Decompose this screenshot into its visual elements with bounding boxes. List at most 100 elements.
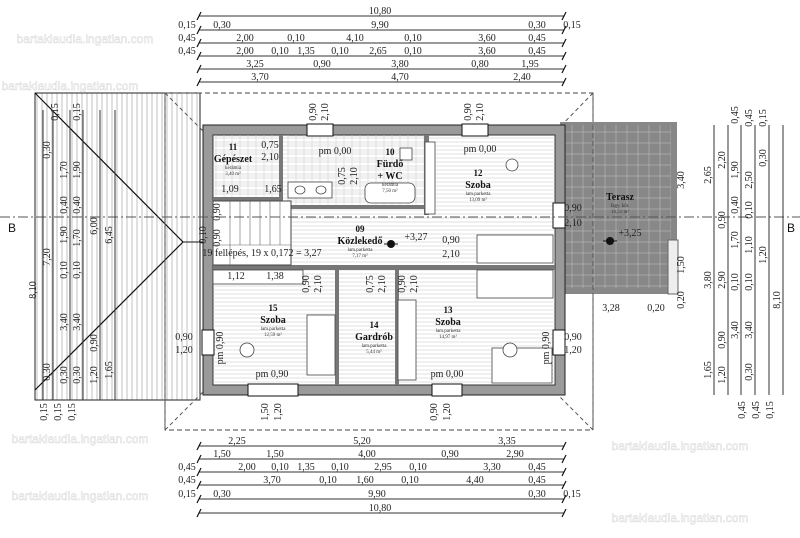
dimension-label: 0,90 bbox=[717, 211, 728, 229]
room-number: 09 bbox=[356, 224, 366, 234]
dimension-label: 1,10 bbox=[744, 236, 755, 254]
dimension-label: 0,90 bbox=[441, 449, 459, 460]
annotation-w3a: 0,90 bbox=[175, 332, 193, 343]
dimension-label: 10,80 bbox=[369, 503, 392, 514]
dimension-label: 0,30 bbox=[42, 363, 53, 381]
dimension-label: 0,45 bbox=[528, 462, 546, 473]
room-name: Fürdő bbox=[377, 159, 404, 170]
room-floor: kerámia bbox=[225, 166, 242, 171]
dimension-tick bbox=[561, 38, 567, 48]
dimension-label: 0,30 bbox=[528, 20, 546, 31]
dimension-label: 0,10 bbox=[319, 475, 337, 486]
dimension-label: 1,70 bbox=[59, 161, 70, 179]
room-name: Szoba bbox=[260, 315, 286, 326]
dimension-label: 1,70 bbox=[72, 229, 83, 247]
annotation-w3b: 1,20 bbox=[175, 345, 193, 356]
annotation-st2: 0,90 bbox=[212, 229, 223, 247]
dimension-label: 0,10 bbox=[271, 46, 289, 57]
dimension-label: 2,00 bbox=[236, 46, 254, 57]
dimension-label: 0,45 bbox=[730, 106, 741, 124]
dimension-label: 1,50 bbox=[266, 449, 284, 460]
dimension-label: 0,45 bbox=[744, 109, 755, 127]
dimension-label: 0,30 bbox=[72, 366, 83, 384]
dimension-label: 2,00 bbox=[238, 462, 256, 473]
dimension-label: 0,45 bbox=[178, 475, 196, 486]
dimension-label: 3,35 bbox=[498, 436, 516, 447]
annotation-d8b: 2,10 bbox=[377, 275, 388, 293]
dimension-label: 6,45 bbox=[104, 226, 115, 244]
annotation-pm3: pm 0,90 bbox=[256, 369, 289, 380]
annotation-pm4: pm 0,00 bbox=[431, 369, 464, 380]
dimension-tick bbox=[561, 467, 567, 477]
dimension-label: 0,30 bbox=[213, 489, 231, 500]
dimension-label: 3,40 bbox=[730, 321, 741, 339]
dimension-tick bbox=[196, 441, 202, 451]
room-area: 13,09 m² bbox=[469, 197, 487, 203]
annotation-d1b: 2,10 bbox=[261, 152, 279, 163]
annotation-pm2: pm 0,00 bbox=[464, 144, 497, 155]
dimension-tick bbox=[561, 77, 567, 87]
section-marker-right: B bbox=[787, 221, 795, 235]
annotation-d1a: 0,75 bbox=[261, 140, 279, 151]
dimension-tick bbox=[196, 494, 202, 504]
room-name: Gardrób bbox=[355, 332, 393, 343]
room-number: 15 bbox=[269, 303, 279, 313]
dimension-label: 0,10 bbox=[331, 462, 349, 473]
dimension-label: 0,10 bbox=[744, 201, 755, 219]
dimension-label: 1,35 bbox=[297, 46, 315, 57]
dimension-label: 1,65 bbox=[104, 361, 115, 379]
dimension-tick bbox=[196, 454, 202, 464]
dimension-label: 0,45 bbox=[528, 33, 546, 44]
room-number: 13 bbox=[444, 305, 454, 315]
dimension-label: 0,90 bbox=[89, 334, 100, 352]
dimension-label: 3,60 bbox=[478, 33, 496, 44]
room-number: 12 bbox=[474, 168, 484, 178]
dimension-label: 1,65 bbox=[703, 361, 714, 379]
dimension-label: 2,95 bbox=[374, 462, 392, 473]
dimension-label: 1,90 bbox=[730, 161, 741, 179]
dimension-tick bbox=[561, 25, 567, 35]
level-marker-icon bbox=[603, 237, 617, 245]
dimension-label: 8,10 bbox=[28, 281, 39, 299]
dimension-label: 8,10 bbox=[772, 291, 783, 309]
room-name: + WC bbox=[377, 171, 402, 182]
dimension-tick bbox=[561, 480, 567, 490]
dimension-label: 0,30 bbox=[744, 363, 755, 381]
dimension-label: 0,15 bbox=[178, 489, 196, 500]
room-name: Terasz bbox=[606, 192, 635, 203]
annotation-w5b: 1,20 bbox=[273, 403, 284, 421]
annotation-d7b: 2,10 bbox=[313, 275, 324, 293]
watermark-text: bartaklaudia.ingatlan.com bbox=[612, 439, 749, 453]
dimension-label: 0,10 bbox=[409, 462, 427, 473]
dimension-tick bbox=[196, 64, 202, 74]
room-area: 12,59 m² bbox=[264, 332, 282, 338]
dimension-label: 0,15 bbox=[563, 20, 581, 31]
dimension-label: 0,40 bbox=[59, 196, 70, 214]
dimension-label: 3,70 bbox=[263, 475, 281, 486]
annotation-w5a: 1,50 bbox=[260, 403, 271, 421]
dimension-label: 1,90 bbox=[59, 226, 70, 244]
dimension-label: 1,70 bbox=[730, 231, 741, 249]
annotation-d4a: 0,90 bbox=[442, 235, 460, 246]
dimension-label: 1,95 bbox=[521, 59, 539, 70]
dimension-label: 9,90 bbox=[371, 20, 389, 31]
dimension-label: 2,20 bbox=[717, 151, 728, 169]
dimension-tick bbox=[561, 454, 567, 464]
room-area: 7,17 m² bbox=[352, 253, 368, 259]
watermark-text: bartaklaudia.ingatlan.com bbox=[12, 432, 149, 446]
dimension-label: 0,30 bbox=[59, 366, 70, 384]
annotation-w1a: 0,90 bbox=[308, 103, 319, 121]
dimension-label: 0,45 bbox=[751, 401, 762, 419]
dimension-label: 0,30 bbox=[528, 489, 546, 500]
watermarks: bartaklaudia.ingatlan.com bartaklaudia.in… bbox=[1, 32, 749, 526]
room-name: Gépészet bbox=[214, 154, 253, 165]
room-name: Közlekedő bbox=[338, 236, 383, 247]
dimension-label: 3,40 bbox=[72, 313, 83, 331]
dimension-label: 0,10 bbox=[72, 261, 83, 279]
terrace bbox=[560, 122, 679, 295]
dimension-label: 0,45 bbox=[528, 46, 546, 57]
annotation-w6a: 0,90 bbox=[429, 403, 440, 421]
annotation-d3a: 0,75 bbox=[337, 167, 348, 185]
dimension-label: 0,15 bbox=[53, 403, 64, 421]
